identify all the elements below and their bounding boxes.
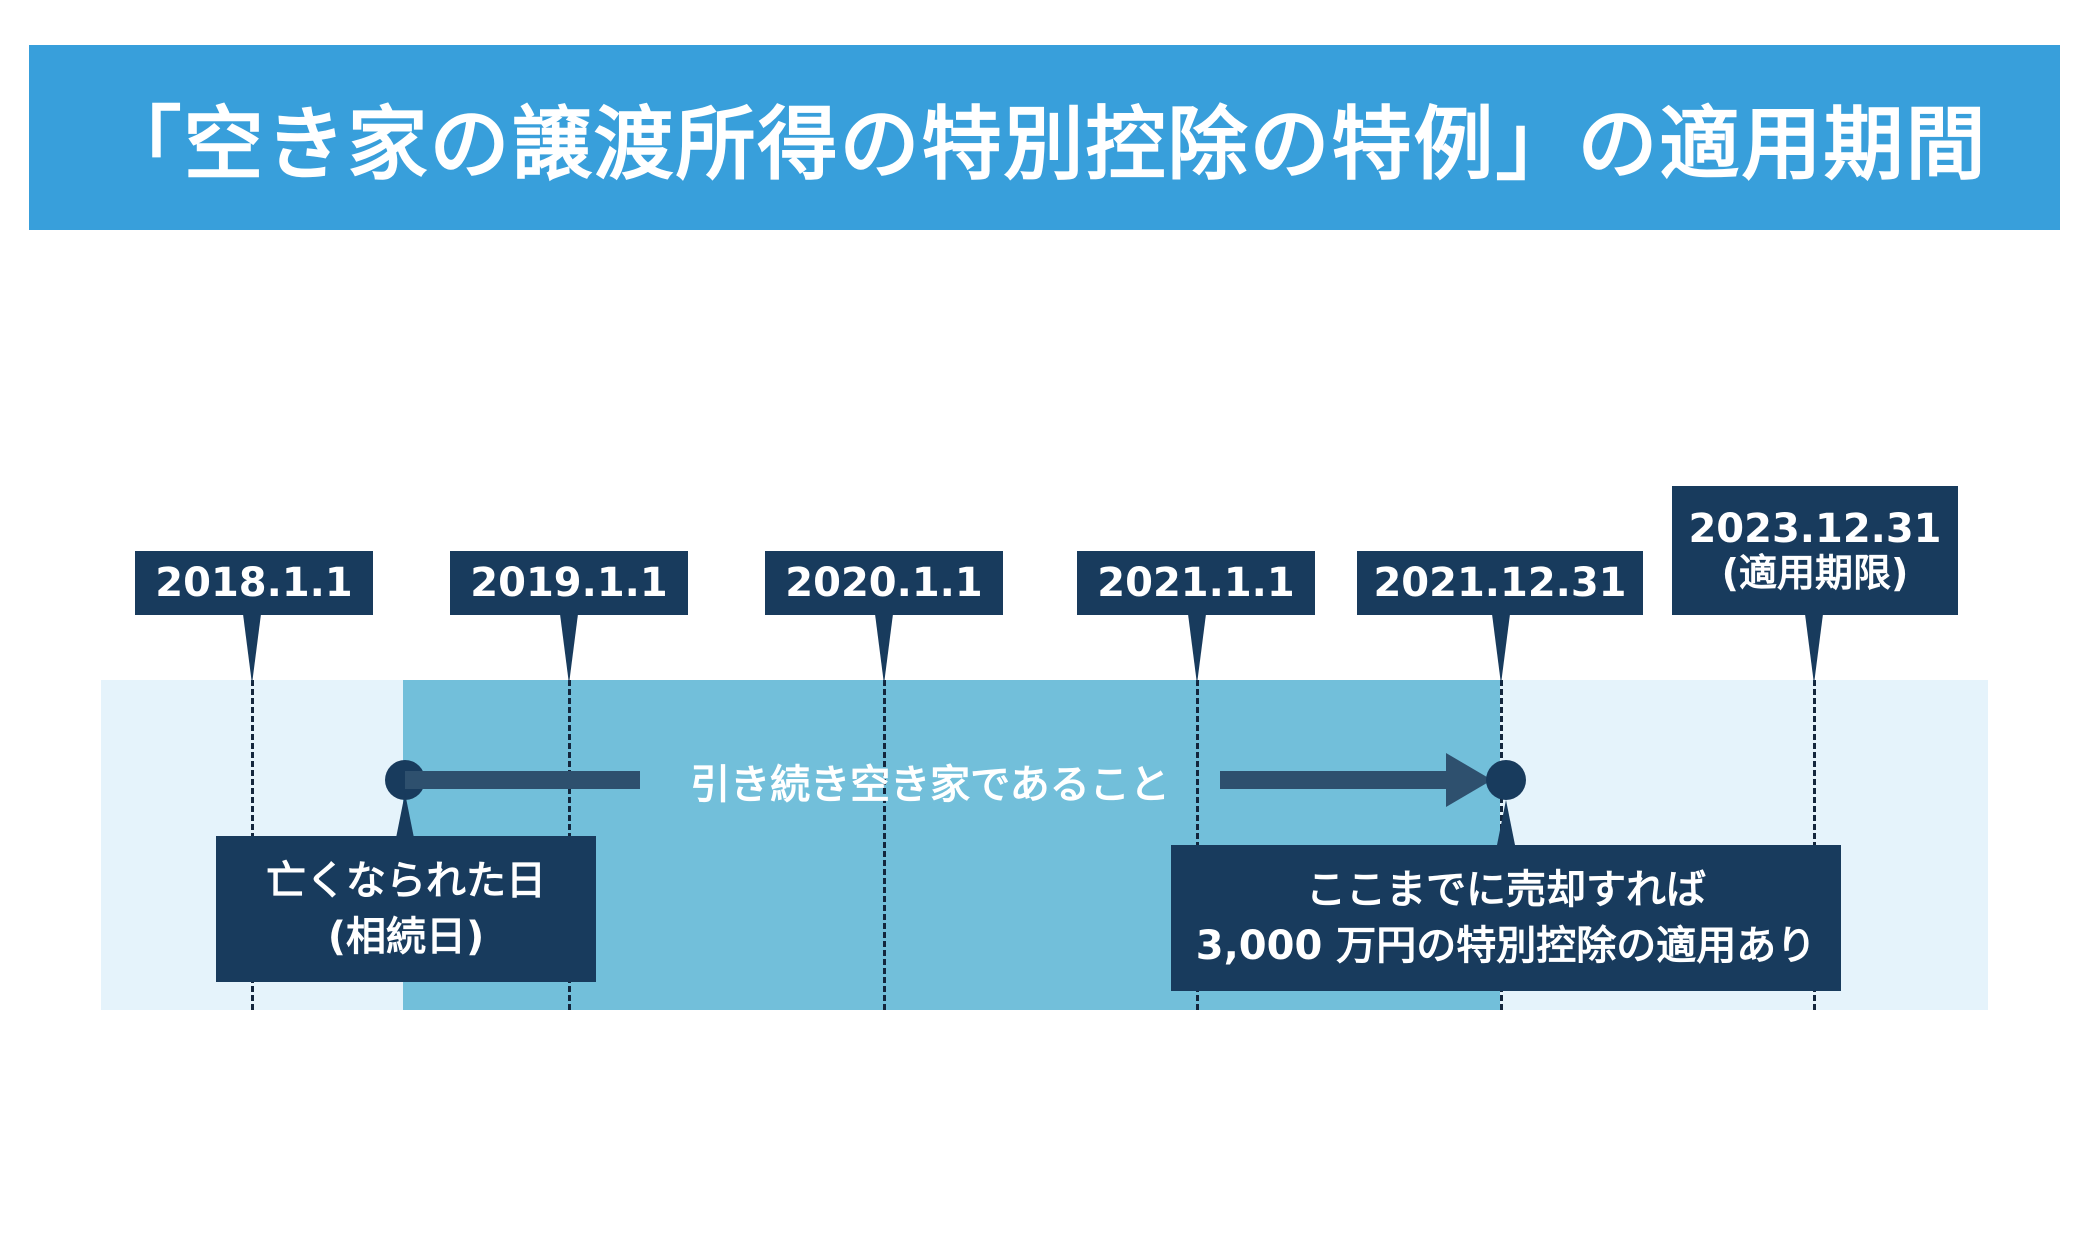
callout-pointer xyxy=(396,793,414,838)
callout-line: 亡くなられた日 xyxy=(266,858,546,904)
date-text: 2021.1.1 xyxy=(1097,560,1295,606)
date-label-2023-end: 2023.12.31 (適用期限) xyxy=(1672,486,1958,615)
arrow-shaft-left xyxy=(405,771,640,789)
date-pointer xyxy=(1188,614,1206,684)
death-date-callout: 亡くなられた日 (相続日) xyxy=(216,836,596,982)
callout-pointer xyxy=(1497,800,1515,845)
callout-line: 3,000 万円の特別控除の適用あり xyxy=(1195,923,1817,969)
page-title: 「空き家の譲渡所得の特別控除の特例」の適用期間 xyxy=(101,97,1988,191)
date-text: 2020.1.1 xyxy=(785,560,983,606)
date-pointer xyxy=(243,614,261,684)
date-pointer xyxy=(875,614,893,684)
period-end-dot xyxy=(1486,760,1526,800)
callout-line: (相続日) xyxy=(327,914,485,960)
date-label-2018: 2018.1.1 xyxy=(135,551,373,615)
date-pointer xyxy=(560,614,578,684)
callout-line: ここまでに売却すれば xyxy=(1306,867,1706,913)
title-banner: 「空き家の譲渡所得の特別控除の特例」の適用期間 xyxy=(29,45,2060,230)
date-text: 2019.1.1 xyxy=(470,560,668,606)
date-label-2019: 2019.1.1 xyxy=(450,551,688,615)
date-label-2021: 2021.1.1 xyxy=(1077,551,1315,615)
timeline-line-2020 xyxy=(883,680,886,1010)
date-subtext: (適用期限) xyxy=(1721,550,1909,595)
arrow-shaft-right xyxy=(1220,771,1460,789)
continue-vacant-label: 引き続き空き家であること xyxy=(690,762,1170,808)
sale-deadline-callout: ここまでに売却すれば 3,000 万円の特別控除の適用あり xyxy=(1171,845,1841,991)
date-text: 2021.12.31 xyxy=(1373,560,1627,606)
date-label-2021-end: 2021.12.31 xyxy=(1357,551,1643,615)
date-pointer xyxy=(1805,614,1823,684)
date-label-2020: 2020.1.1 xyxy=(765,551,1003,615)
date-pointer xyxy=(1492,614,1510,684)
arrow-head-icon xyxy=(1446,753,1492,807)
date-text: 2018.1.1 xyxy=(155,560,353,606)
date-text: 2023.12.31 xyxy=(1688,505,1942,552)
